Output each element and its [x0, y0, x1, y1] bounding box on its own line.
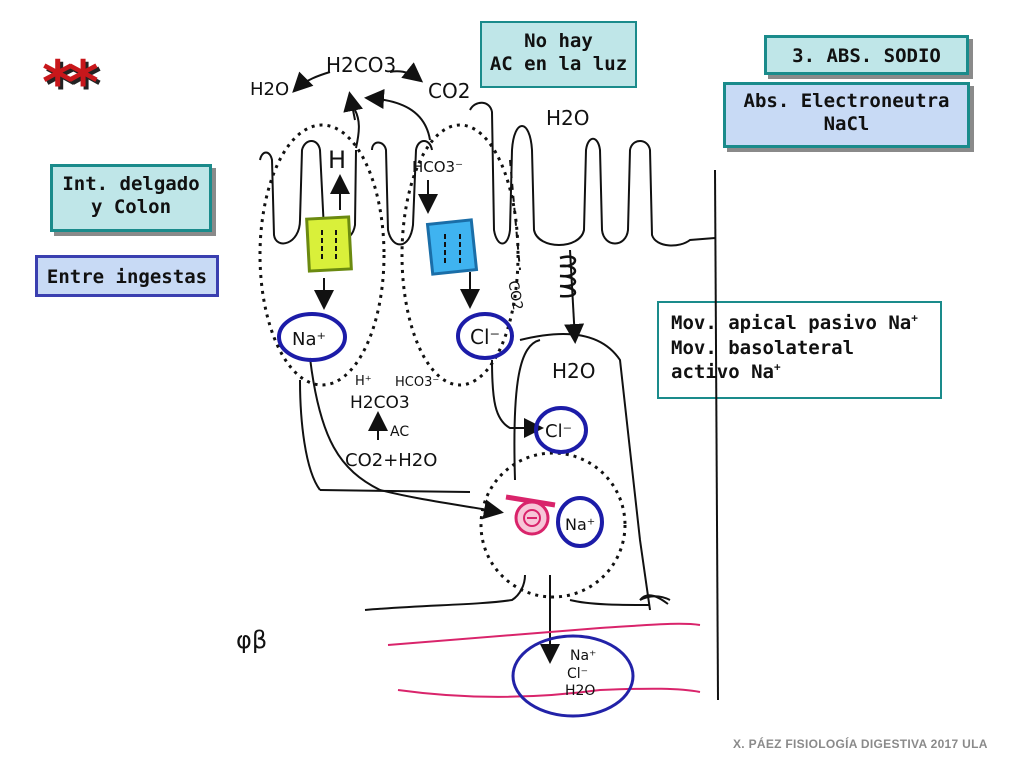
na-k-pump-region — [479, 451, 627, 599]
section-title-box: 3. ABS. SODIO — [764, 35, 969, 75]
no-hay-line1: No hay — [524, 30, 593, 52]
label-h2co3-top: H2CO3 — [326, 53, 396, 77]
cell-membrane-outline — [259, 101, 719, 701]
label-co2-top: CO2 — [428, 79, 470, 103]
label-phi: φβ — [236, 626, 267, 654]
double-star-icon: ** — [42, 48, 99, 118]
na-k-pump-icon — [505, 494, 556, 536]
label-na-pump: Na⁺ — [565, 515, 595, 534]
no-ac-lumen-box: No hay AC en la luz — [480, 21, 637, 88]
electroneutral-box: Abs. Electroneutra NaCl — [723, 82, 970, 148]
intestino-line2: y Colon — [90, 195, 172, 218]
label-blood-cl: Cl⁻ — [567, 666, 588, 682]
na-ion-circle — [277, 312, 347, 362]
electroneutra-line2: NaCl — [823, 112, 870, 135]
label-h2o-cell: H2O — [552, 359, 596, 383]
label-blood-h2o: H2O — [565, 683, 595, 699]
intestine-box: Int. delgado y Colon — [50, 164, 212, 232]
label-cl-cell: Cl⁻ — [545, 421, 572, 442]
blood-vessel-lines — [387, 622, 701, 698]
mov-line3: activo Na+ — [671, 361, 781, 384]
label-h2o-left: H2O — [250, 79, 289, 100]
label-co2-h2o: CO2+H2O — [345, 450, 437, 471]
intestino-line1: Int. delgado — [62, 173, 200, 195]
label-h-small: H⁺ — [355, 374, 372, 389]
cl-ion-circle — [456, 312, 514, 360]
label-h-ion: H — [328, 146, 346, 174]
na-pump-circle — [556, 496, 604, 548]
label-co2-side: CO2 — [504, 279, 525, 311]
label-blood-na: Na⁺ — [570, 648, 596, 664]
label-h2co3-mid: H2CO3 — [350, 393, 410, 413]
cl-cell-circle — [534, 406, 588, 454]
electroneutra-line1: Abs. Electroneutra — [743, 90, 950, 112]
aquaporin-icon — [559, 255, 577, 298]
na-h-exchanger-icon — [305, 215, 353, 273]
blood-ion-circle — [511, 634, 635, 718]
label-ac: AC — [390, 424, 409, 440]
label-na-left: Na⁺ — [292, 329, 326, 350]
label-hco3-ion: HCO3⁻ — [412, 158, 463, 176]
label-h2o-lumen: H2O — [546, 106, 590, 130]
footer-credit: X. PÁEZ FISIOLOGÍA DIGESTIVA 2017 ULA — [733, 737, 988, 751]
label-hco3-small: HCO3⁻ — [395, 375, 439, 390]
no-hay-line2: AC en la luz — [489, 52, 628, 75]
mov-line1: Mov. apical pasivo Na+ — [671, 311, 918, 334]
label-cl-right: Cl⁻ — [470, 325, 500, 349]
na-h-exchanger-region — [258, 123, 386, 387]
cl-hco3-exchanger-icon — [425, 218, 479, 276]
cl-hco3-exchanger-region — [400, 123, 520, 387]
between-meals-box: Entre ingestas — [35, 255, 219, 297]
